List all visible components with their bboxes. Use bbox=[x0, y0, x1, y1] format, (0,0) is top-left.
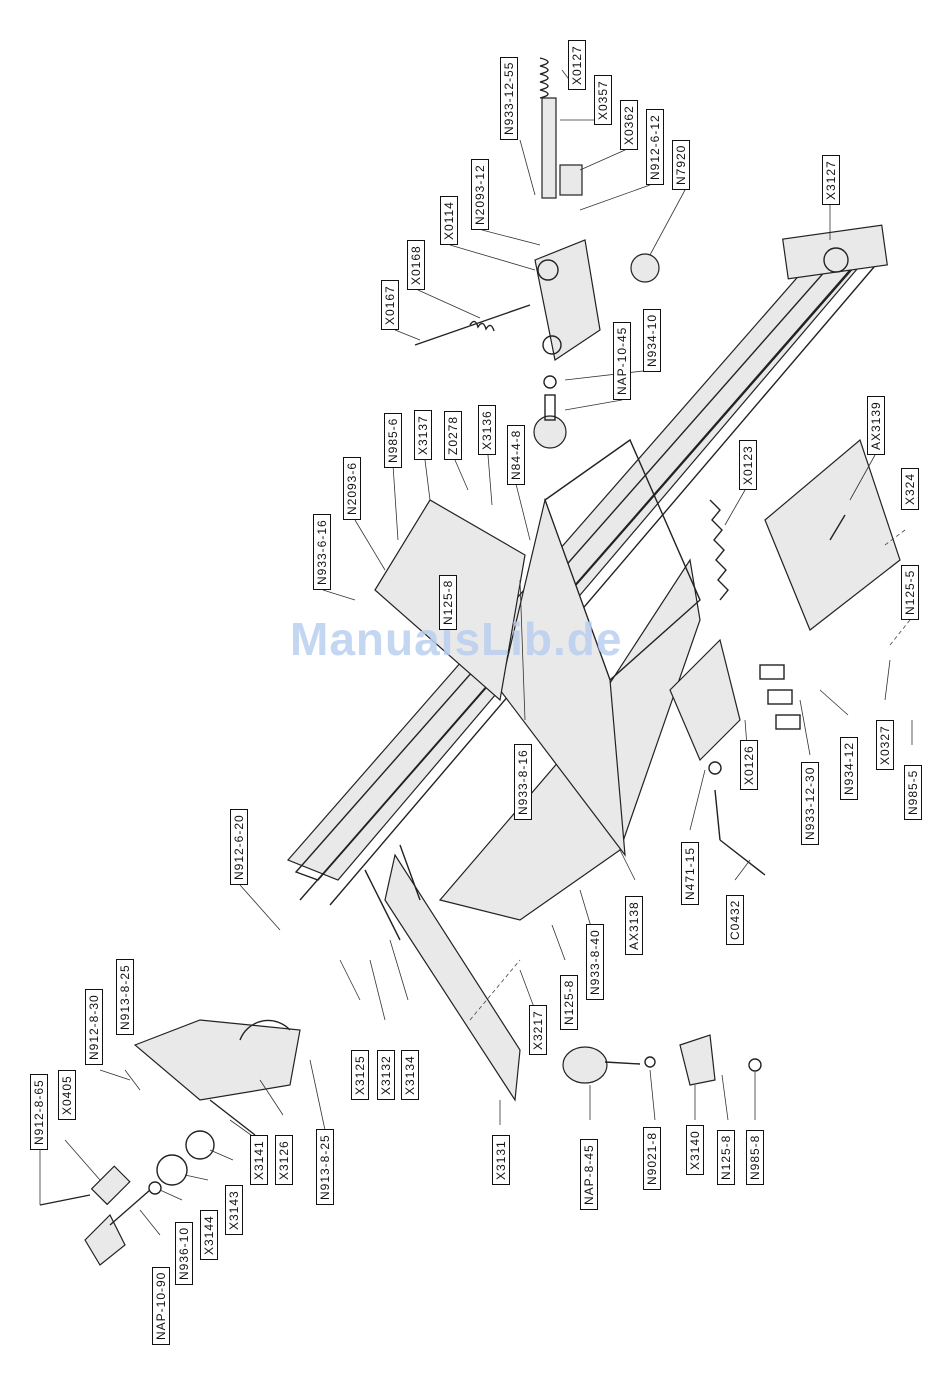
label-n933-6-16: N933-6-16 bbox=[313, 514, 331, 590]
label-n125-8-upper: N125-8 bbox=[439, 574, 457, 630]
label-n936-10: N936-10 bbox=[175, 1221, 193, 1285]
pin-spring-x0127 bbox=[539, 57, 583, 199]
knob-nap-8-45 bbox=[562, 1034, 762, 1086]
label-x3127: X3127 bbox=[822, 155, 840, 205]
label-x0362: X0362 bbox=[620, 100, 638, 150]
label-x3132: X3132 bbox=[377, 1050, 395, 1100]
label-x3144: X3144 bbox=[200, 1210, 218, 1260]
rod-x0167 bbox=[414, 304, 531, 346]
label-n125-5: N125-5 bbox=[901, 564, 919, 620]
label-n2093-12: N2093-12 bbox=[471, 159, 489, 230]
label-n84-4-8: N84-4-8 bbox=[507, 424, 525, 485]
label-n2093-6: N2093-6 bbox=[343, 456, 361, 520]
leader-lines bbox=[39, 69, 913, 1236]
label-n125-8-bottom: N125-8 bbox=[717, 1129, 735, 1185]
knob-nap-10-45 bbox=[533, 375, 567, 449]
label-x3140: X3140 bbox=[686, 1125, 704, 1175]
label-x3141: X3141 bbox=[250, 1135, 268, 1185]
label-n933-12-55: N933-12-55 bbox=[500, 56, 518, 140]
label-n913-8-25-top: N913-8-25 bbox=[116, 959, 134, 1035]
label-n934-12: N934-12 bbox=[840, 736, 858, 800]
lever-c0432 bbox=[708, 761, 766, 876]
label-x0357: X0357 bbox=[594, 75, 612, 125]
label-nap-8-45: NAP-8-45 bbox=[580, 1139, 598, 1210]
main-rail-x3127 bbox=[286, 224, 888, 906]
hinge-block-x0114 bbox=[534, 239, 660, 361]
label-n7920: N7920 bbox=[672, 139, 690, 190]
label-nap-10-45: NAP-10-45 bbox=[613, 321, 631, 400]
label-x3143: X3143 bbox=[225, 1185, 243, 1235]
label-n933-8-40: N933-8-40 bbox=[586, 924, 604, 1000]
label-n985-6: N985-6 bbox=[384, 412, 402, 468]
label-x3136: X3136 bbox=[478, 405, 496, 455]
label-n934-10: N934-10 bbox=[643, 308, 661, 372]
label-n933-12-30: N933-12-30 bbox=[801, 761, 819, 845]
label-n933-8-16: N933-8-16 bbox=[514, 744, 532, 820]
label-n125-8-middle: N125-8 bbox=[560, 974, 578, 1030]
clamp-bracket bbox=[669, 638, 801, 762]
label-x324: X324 bbox=[901, 467, 919, 510]
label-n985-5: N985-5 bbox=[904, 764, 922, 820]
label-x3137: X3137 bbox=[414, 410, 432, 460]
label-x0114: X0114 bbox=[440, 196, 458, 245]
label-x3126: X3126 bbox=[275, 1135, 293, 1185]
label-n9021-8: N9021-8 bbox=[643, 1126, 661, 1190]
label-x3131: X3131 bbox=[492, 1135, 510, 1185]
label-n912-6-20: N912-6-20 bbox=[230, 809, 248, 885]
label-nap-10-90: NAP-10-90 bbox=[152, 1266, 170, 1345]
label-x3125: X3125 bbox=[351, 1050, 369, 1100]
label-x0405: X0405 bbox=[58, 1070, 76, 1120]
label-x3217: X3217 bbox=[529, 1005, 547, 1055]
slide-plate-ax3138 bbox=[438, 438, 701, 921]
label-x0126: X0126 bbox=[740, 740, 758, 790]
pivot-assembly bbox=[39, 1019, 301, 1266]
label-z0278: Z0278 bbox=[444, 410, 462, 460]
label-n985-8: N985-8 bbox=[746, 1129, 764, 1185]
label-x0123: X0123 bbox=[739, 440, 757, 490]
label-n913-8-25-bottom: N913-8-25 bbox=[316, 1129, 334, 1205]
label-n912-8-30: N912-8-30 bbox=[85, 989, 103, 1065]
label-x0167: X0167 bbox=[381, 280, 399, 330]
label-n912-8-65: N912-8-65 bbox=[30, 1074, 48, 1150]
label-n471-15: N471-15 bbox=[681, 841, 699, 905]
angled-plate-ax3139 bbox=[764, 438, 901, 631]
label-n912-6-12: N912-6-12 bbox=[646, 109, 664, 185]
label-x0127: X0127 bbox=[568, 40, 586, 90]
lower-beam-x3131 bbox=[364, 844, 521, 1102]
label-x0327: X0327 bbox=[876, 720, 894, 770]
label-x3134: X3134 bbox=[401, 1050, 419, 1100]
label-ax3139: AX3139 bbox=[867, 396, 885, 455]
label-x0168: X0168 bbox=[407, 240, 425, 290]
label-c0432: C0432 bbox=[726, 894, 744, 945]
rack-x0123 bbox=[709, 499, 729, 601]
label-ax3138: AX3138 bbox=[625, 896, 643, 955]
